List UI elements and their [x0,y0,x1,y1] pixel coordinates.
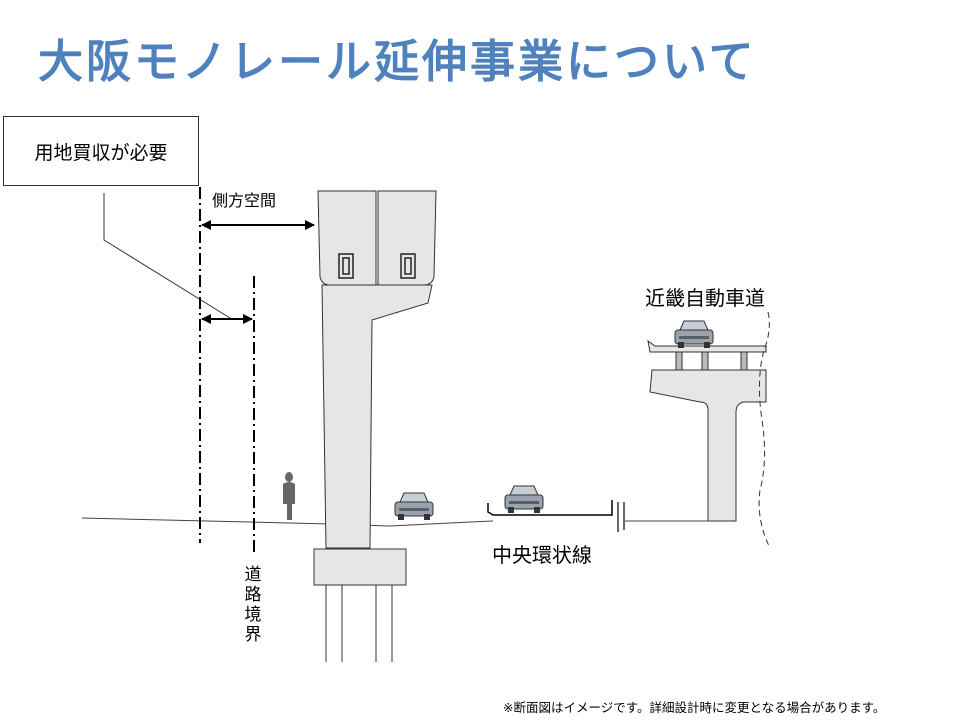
disclaimer-note: ※断面図はイメージです。詳細設計時に変更となる場合があります。 [503,700,886,715]
pier-crosshead [321,284,433,549]
chuo-loop-road [487,500,613,516]
land-acquisition-callout: 用地買収が必要 [3,116,199,186]
side-space-label: 側方空間 [212,191,277,210]
road-boundary-char: 界 [244,625,262,645]
car-icon [504,485,544,513]
page-title: 大阪モノレール延伸事業について [38,35,757,88]
monorail-pier [313,190,437,586]
kinki-expressway-label: 近畿自動車道 [645,286,765,310]
car-icon [394,492,434,520]
monorail-train-bogies [338,253,416,279]
section-break-line [758,311,771,549]
monorail-beam-left [317,190,377,286]
callout-leader-line [103,193,231,319]
road-boundary-label: 道 路 境 界 [242,565,264,645]
road-boundary-char: 路 [244,585,262,605]
road-boundary-char: 道 [244,565,262,585]
pedestrian-figure [283,472,295,520]
expressway-pier [649,369,767,522]
callout-text: 用地買収が必要 [34,141,168,164]
kinki-expressway-structure [647,339,767,522]
monorail-beam-right [377,190,437,286]
car-icon [674,320,714,348]
foundation-piles [325,585,393,662]
pier-footing [313,548,407,586]
ground-line [81,517,494,527]
chuo-loop-label: 中央環状線 [492,543,592,567]
road-boundary-char: 境 [244,605,262,625]
